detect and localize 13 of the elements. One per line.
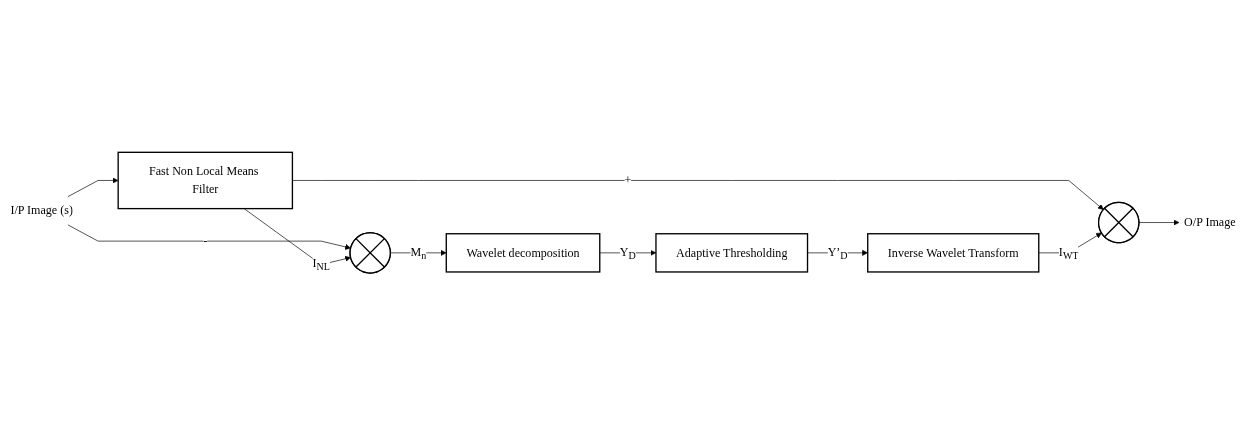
node-text: I/P Image (s) [10,203,73,218]
edge-label: I$_{NL}$ [312,256,330,273]
node-box: Inverse Wavelet Transform [867,233,1040,273]
edge-label: I$_{WT}$ [1058,244,1079,261]
edge-label: Y’$_{D}$ [827,244,848,261]
node-box: Adaptive Thresholding [655,233,809,273]
edge-label: M$_{n}$ [410,244,427,261]
edge-label: + [624,173,632,187]
node-text: O/P Image [1184,215,1236,229]
node-box: Wavelet decomposition [445,233,601,273]
node-box: Fast Non Local Means Filter [117,151,294,210]
edge-label: Y$_{D}$ [619,244,636,261]
edge-label: - [203,234,208,248]
